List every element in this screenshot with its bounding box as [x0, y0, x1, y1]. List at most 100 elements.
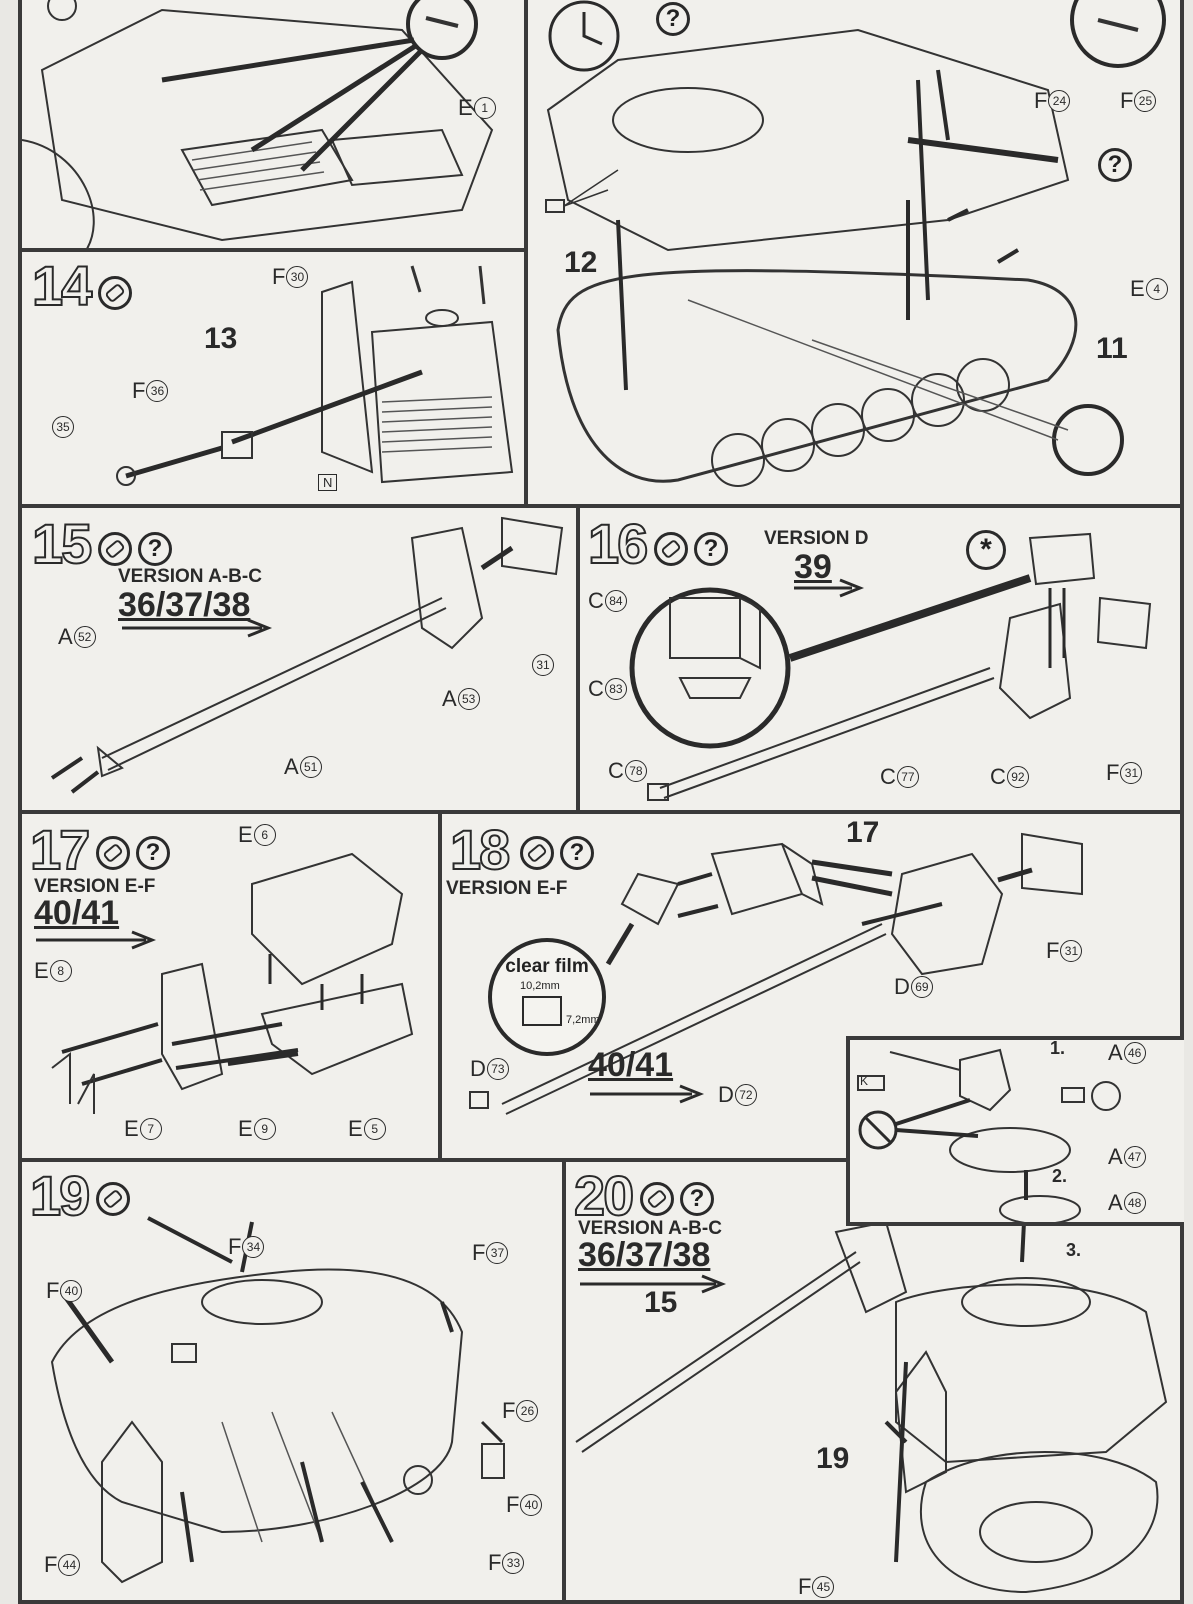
subassembly-label-15: 15	[644, 1286, 678, 1319]
glue-icon	[520, 836, 554, 870]
step-number: 15	[31, 512, 93, 575]
track-suspension-drawing	[116, 265, 514, 486]
version-label: VERSION A-B-C	[118, 566, 262, 587]
question-icon: ?	[138, 532, 172, 566]
gun-barrel-drawing	[50, 516, 564, 794]
glue-icon	[96, 1182, 130, 1216]
clear-film-callout: clear film 10,2mm 7,2mm	[488, 938, 606, 1056]
glue-icon	[98, 276, 132, 310]
marker-n: N	[318, 474, 338, 491]
subassembly-label-11: 11	[1096, 332, 1128, 365]
subassembly-label-17: 17	[846, 816, 880, 849]
glue-icon	[96, 836, 130, 870]
question-icon: ?	[680, 1182, 714, 1216]
version-codes: 36/37/38	[118, 586, 251, 624]
turret-assembly-drawing	[575, 1162, 1168, 1594]
question-icon: ?	[694, 532, 728, 566]
version-label: VERSION E-F	[34, 876, 156, 897]
turret-top-drawing	[50, 1216, 505, 1584]
version-label: VERSION E-F	[446, 878, 568, 899]
question-icon: ?	[136, 836, 170, 870]
step-number: 19	[29, 1164, 91, 1227]
subassembly-label-19: 19	[816, 1442, 850, 1475]
gun-mantlet-drawing	[469, 832, 1083, 1115]
clear-film-label: clear film	[505, 956, 589, 977]
hull-track-drawing	[545, 0, 1166, 487]
film-height: 7,2mm	[566, 1014, 600, 1026]
step-number: 14	[31, 254, 93, 317]
version-codes: 40/41	[34, 894, 120, 932]
version-label: VERSION D	[764, 528, 869, 549]
version-codes: 39	[794, 548, 832, 586]
version-label: VERSION A-B-C	[578, 1218, 722, 1239]
glue-icon	[654, 532, 688, 566]
subassembly-label-13: 13	[204, 322, 238, 355]
star-icon: *	[966, 530, 1006, 570]
question-icon: ?	[560, 836, 594, 870]
step-number: 17	[29, 818, 91, 881]
step-number: 20	[573, 1164, 635, 1227]
question-icon: ?	[656, 2, 690, 36]
glue-icon	[98, 532, 132, 566]
callout-step-3: 3.	[1066, 1240, 1082, 1260]
part-label-31: 31	[532, 654, 554, 676]
film-width: 10,2mm	[520, 980, 560, 992]
callout-step-1: 1.	[1050, 1038, 1066, 1058]
marker-k: K	[860, 1074, 869, 1088]
callout-step-2: 2.	[1052, 1166, 1068, 1186]
version-codes: 40/41	[588, 1046, 674, 1084]
question-icon: ?	[1098, 148, 1132, 182]
hull-rear-deck-drawing	[22, 0, 494, 248]
part-label-35: 35	[52, 416, 74, 438]
version-codes: 36/37/38	[578, 1236, 711, 1274]
subassembly-label-12: 12	[564, 246, 598, 279]
glue-icon	[640, 1182, 674, 1216]
film-rectangle	[522, 996, 562, 1026]
step-number: 18	[449, 818, 511, 881]
turret-box-drawing	[36, 852, 414, 1114]
